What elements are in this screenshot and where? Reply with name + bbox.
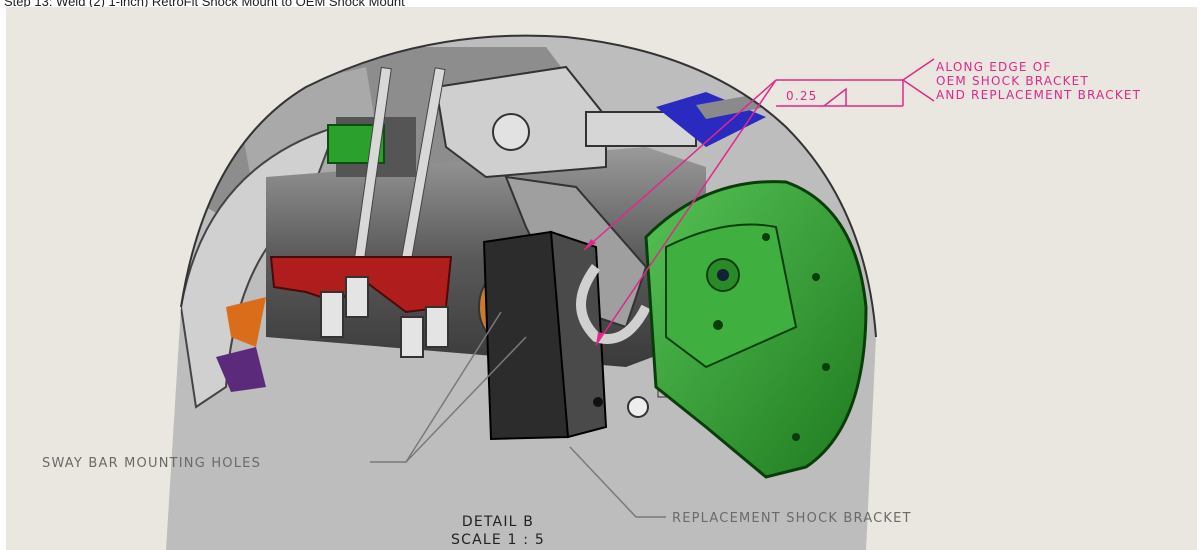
weld-arrow-head-2	[596, 332, 603, 345]
weld-arrow-head	[584, 239, 596, 250]
detail-title: DETAIL B	[462, 514, 534, 530]
replacement-bracket-callout: REPLACEMENT SHOCK BRACKET	[672, 511, 912, 526]
detail-view	[166, 35, 876, 550]
weld-size: 0.25	[786, 89, 818, 103]
weld-note-line-1: ALONG EDGE OF	[936, 60, 1051, 74]
weld-note-line-2: OEM SHOCK BRACKET	[936, 74, 1089, 88]
callout-leaders	[370, 311, 666, 518]
weld-symbol	[583, 58, 935, 346]
detail-drawing: 0.25 ALONG EDGE OF OEM SHOCK BRACKET AND…	[6, 7, 1197, 550]
step-heading: Step 13: Weld (2) 1-inch) RetroFit Shock…	[4, 0, 405, 9]
sway-bar-callout: SWAY BAR MOUNTING HOLES	[42, 456, 261, 471]
detail-scale: SCALE 1 : 5	[451, 532, 545, 548]
weld-note-line-3: AND REPLACEMENT BRACKET	[936, 88, 1141, 102]
